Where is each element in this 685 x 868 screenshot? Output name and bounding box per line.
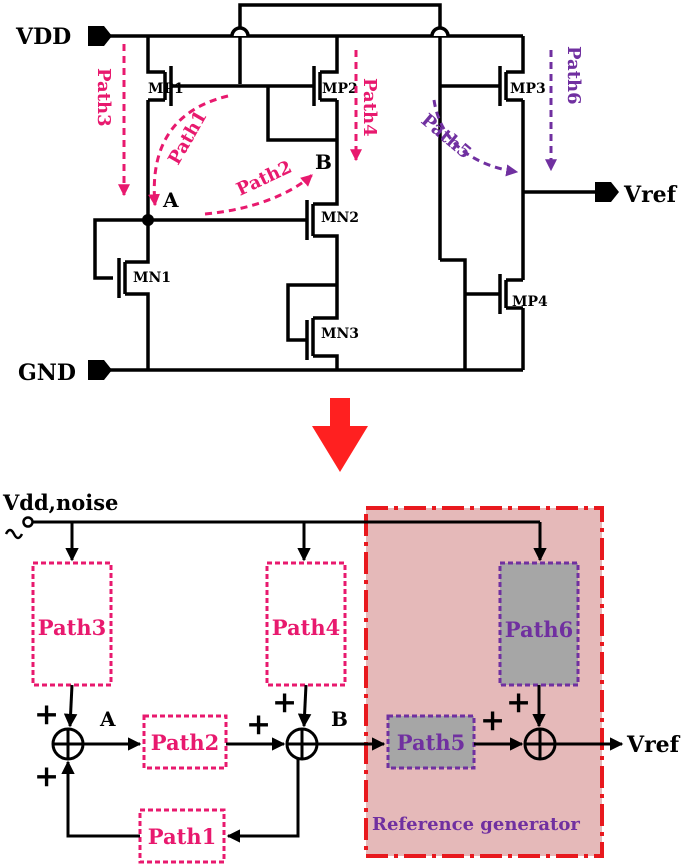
mp2-device [240, 36, 339, 200]
path3-to-sum-arrow [63, 684, 78, 728]
path2-arrow [204, 173, 314, 216]
transform-arrow [312, 398, 368, 472]
vref-terminal-icon [595, 182, 619, 202]
wire-hop [230, 26, 250, 37]
path4-to-sum-arrow [297, 684, 312, 728]
path4-box [265, 561, 347, 687]
node-b-label: B [315, 150, 332, 174]
path6-box-label: Path6 [505, 617, 573, 642]
path3-box-label: Path3 [38, 615, 106, 640]
mp1-device [146, 36, 240, 220]
path1-arrow [148, 94, 229, 207]
vdd-noise-label: Vdd,noise [2, 490, 118, 515]
mn3-label: MN3 [321, 326, 359, 342]
gnd-terminal-icon [88, 360, 112, 380]
path1-feedback-arrow [61, 760, 140, 838]
vdd-label: VDD [15, 24, 71, 50]
path1-box [138, 808, 226, 864]
path2-box-label: Path2 [151, 730, 219, 755]
node-a-label: A [162, 188, 179, 212]
block-vref-label: Vref [626, 732, 681, 758]
sum-cross-icon [525, 729, 555, 759]
path4-box-label: Path4 [272, 615, 340, 640]
bias-loop-wire [238, 3, 442, 260]
mn1-label: MN1 [133, 270, 171, 286]
path5-arrow [432, 99, 519, 177]
path1-box-label: Path1 [148, 824, 216, 849]
path5-box [386, 714, 476, 770]
sum-junction-out [523, 727, 557, 761]
block-node-a-label: A [99, 707, 116, 731]
path6-box [498, 561, 580, 687]
wire-hop [430, 26, 450, 37]
plus-sign: + [34, 697, 59, 732]
path2-box [142, 714, 228, 770]
path4-circuit-label: Path4 [359, 78, 380, 137]
mn1-device [93, 218, 150, 370]
arrow-head-icon [312, 426, 368, 472]
path3-box [31, 561, 113, 687]
noise-source-icon [4, 528, 24, 540]
input-node-icon [22, 516, 34, 528]
reference-generator-label: Reference generator [372, 814, 580, 835]
mp4-label: MP4 [512, 294, 548, 310]
plus-sign: + [246, 707, 271, 742]
path5-box-label: Path5 [397, 730, 465, 755]
mp3-label: MP3 [510, 81, 546, 97]
mn2-device [305, 200, 339, 285]
mp4-device [440, 258, 525, 370]
plus-sign: + [480, 703, 505, 738]
path5-circuit-label: Path5 [417, 110, 475, 164]
block-diagram: Reference generator Vdd,noise Path3 Path… [2, 490, 681, 864]
mn2-label: MN2 [321, 210, 359, 226]
plus-sign: + [506, 685, 531, 720]
sum-cross-icon [53, 729, 83, 759]
path1-circuit-label: Path1 [164, 107, 212, 168]
plus-sign: + [272, 685, 297, 720]
path2-circuit-label: Path2 [233, 157, 295, 201]
b-to-path1-arrow [226, 759, 300, 843]
path6-circuit-label: Path6 [563, 46, 584, 105]
gnd-label: GND [18, 360, 76, 386]
mp1-label: MP1 [148, 81, 184, 97]
vdd-terminal-icon [88, 26, 112, 46]
mp2-label: MP2 [322, 81, 358, 97]
plus-sign: + [34, 759, 59, 794]
path3-circuit-label: Path3 [93, 68, 114, 127]
sum-cross-icon [287, 729, 317, 759]
mp3-device [440, 36, 525, 280]
block-node-b-label: B [331, 707, 348, 731]
mn3-device [286, 283, 339, 370]
circuit-schematic: VDD GND Vref A B MP1 MP2 MP3 MP4 MN1 MN2… [15, 3, 678, 386]
sum-junction-a [51, 727, 85, 761]
arrow-shaft [330, 398, 350, 428]
sum-junction-b [285, 727, 319, 761]
vref-circuit-label: Vref [623, 182, 678, 208]
